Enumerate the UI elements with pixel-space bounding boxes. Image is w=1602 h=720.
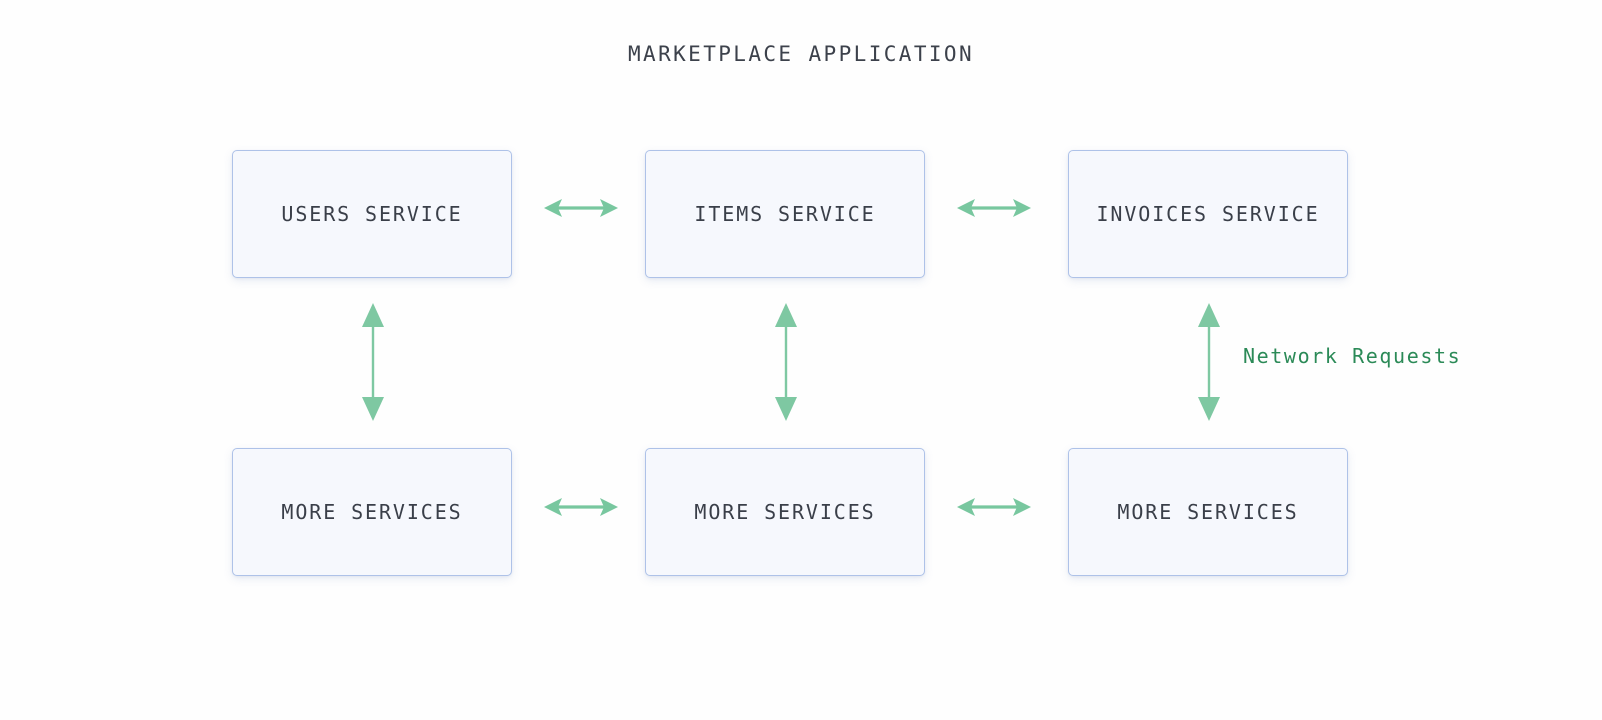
legend-network-requests: Network Requests <box>1243 344 1462 368</box>
service-box-label: MORE SERVICES <box>1117 500 1299 524</box>
arrow-items-more2-icon <box>773 303 799 421</box>
service-box-label: ITEMS SERVICE <box>694 202 876 226</box>
arrow-items-invoices-icon <box>957 195 1031 221</box>
arrow-users-items-icon <box>544 195 618 221</box>
service-box-label: MORE SERVICES <box>694 500 876 524</box>
service-box-invoices-service[interactable]: INVOICES SERVICE <box>1068 150 1348 278</box>
arrow-more2-more3-icon <box>957 494 1031 520</box>
service-box-more-services-3[interactable]: MORE SERVICES <box>1068 448 1348 576</box>
diagram-title: MARKETPLACE APPLICATION <box>628 42 974 66</box>
service-box-more-services-1[interactable]: MORE SERVICES <box>232 448 512 576</box>
arrow-more1-more2-icon <box>544 494 618 520</box>
service-box-label: MORE SERVICES <box>281 500 463 524</box>
service-box-more-services-2[interactable]: MORE SERVICES <box>645 448 925 576</box>
service-box-items-service[interactable]: ITEMS SERVICE <box>645 150 925 278</box>
service-box-label: USERS SERVICE <box>281 202 463 226</box>
arrow-invoices-more3-icon <box>1196 303 1222 421</box>
service-box-users-service[interactable]: USERS SERVICE <box>232 150 512 278</box>
arrow-users-more1-icon <box>360 303 386 421</box>
service-box-label: INVOICES SERVICE <box>1096 202 1320 226</box>
